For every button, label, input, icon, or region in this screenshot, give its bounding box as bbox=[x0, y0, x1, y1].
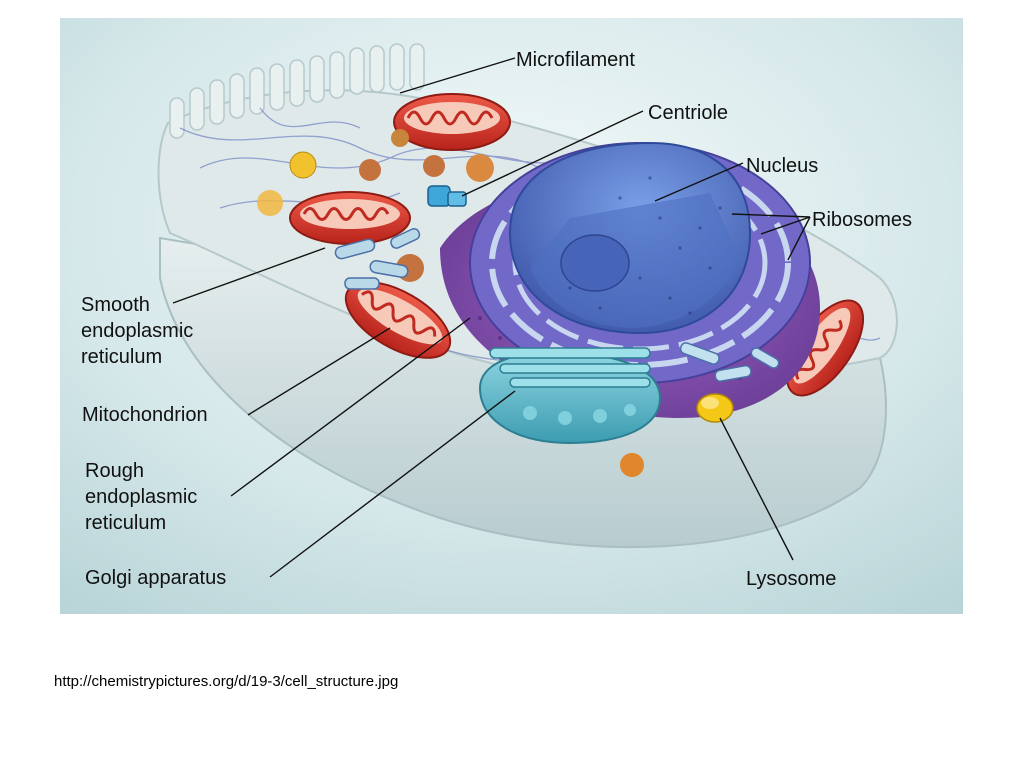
cell-illustration bbox=[60, 18, 963, 614]
label-golgi-apparatus: Golgi apparatus bbox=[85, 567, 227, 589]
lysosome bbox=[696, 393, 734, 423]
label-lysosome: Lysosome bbox=[746, 568, 837, 590]
nucleus-cut-face bbox=[530, 193, 740, 328]
microvilli bbox=[169, 43, 425, 139]
centriole bbox=[427, 185, 467, 207]
label-ribosomes: Ribosomes bbox=[812, 209, 913, 231]
smooth-er-right bbox=[679, 342, 780, 382]
image-source-caption: http://chemistrypictures.org/d/19-3/cell… bbox=[54, 673, 399, 690]
mitochondrion-3 bbox=[344, 281, 452, 359]
chromatin-dots bbox=[568, 176, 722, 315]
label-smooth-er: Smooth endoplasmic reticulum bbox=[81, 294, 194, 368]
label-nucleus: Nucleus bbox=[746, 155, 819, 177]
mitochondrion-2 bbox=[289, 191, 411, 245]
leader-lines bbox=[172, 57, 811, 578]
vesicles bbox=[257, 129, 644, 477]
mitochondrion-1 bbox=[393, 93, 511, 151]
nucleolus bbox=[560, 234, 630, 292]
label-mitochondrion: Mitochondrion bbox=[82, 404, 208, 426]
label-centriole: Centriole bbox=[648, 102, 729, 124]
label-rough-er: Rough endoplasmic reticulum bbox=[85, 460, 198, 534]
label-microfilament: Microfilament bbox=[516, 49, 635, 71]
smooth-er bbox=[334, 228, 421, 290]
golgi-apparatus bbox=[478, 347, 662, 445]
cell-diagram: Microfilament Centriole Nucleus Ribosome… bbox=[60, 18, 963, 614]
